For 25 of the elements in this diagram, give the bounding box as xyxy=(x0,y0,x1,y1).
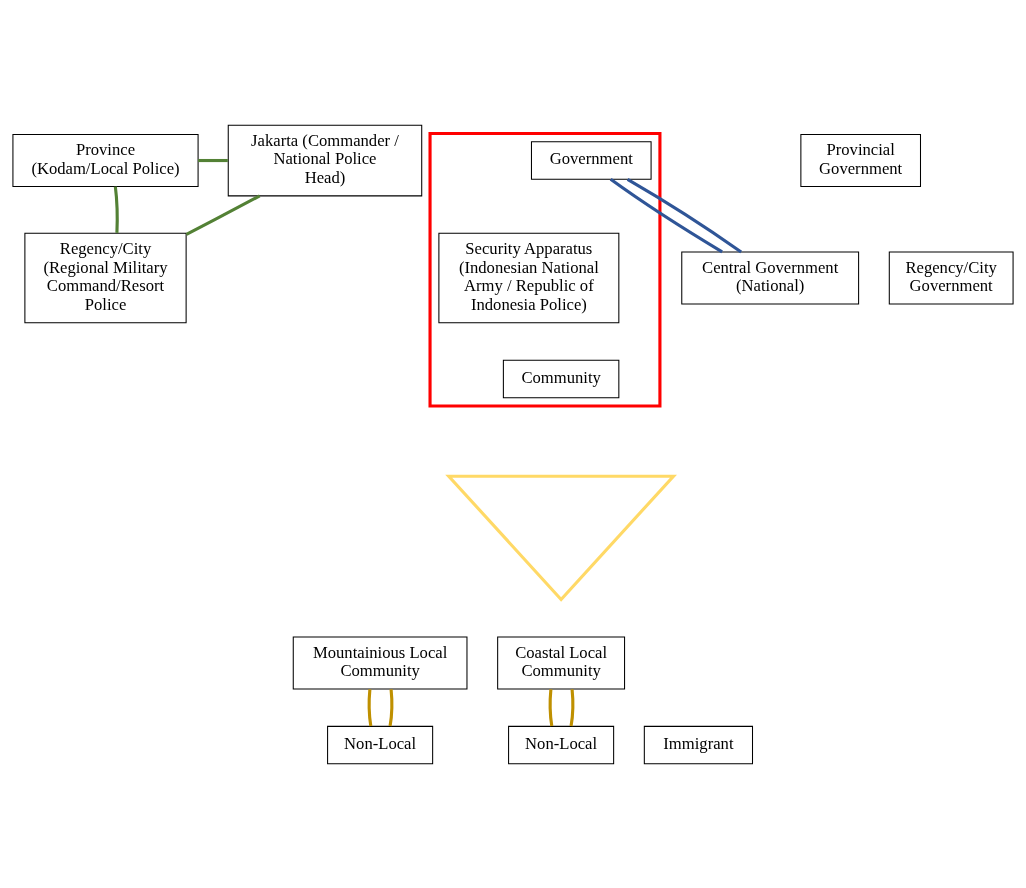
node-box: Community xyxy=(502,359,620,398)
node-box: Government xyxy=(530,140,652,180)
node-box: Province (Kodam/Local Police) xyxy=(12,133,199,187)
connector xyxy=(388,688,394,726)
node-box: Immigrant xyxy=(643,725,753,764)
node-box: Regency/City Government xyxy=(888,251,1014,305)
connector xyxy=(626,177,743,253)
node-box: Coastal Local Community xyxy=(497,635,626,689)
connector xyxy=(548,688,554,726)
node-box: Mountainious Local Community xyxy=(292,635,468,689)
connector xyxy=(569,688,575,726)
connector xyxy=(609,177,723,253)
node-triangle xyxy=(445,474,677,602)
connector xyxy=(367,688,373,726)
node-box: Jakarta (Commander / National Police Head) xyxy=(227,124,423,196)
node-box: Security Apparatus (Indonesian National Army / Republic of Indonesia Police) xyxy=(438,232,620,323)
connector xyxy=(185,194,261,236)
node-box: Central Government (National) xyxy=(681,251,860,305)
node-box: Non-Local xyxy=(508,725,615,764)
node-box: Regency/City (Regional Military Command/Resort Police xyxy=(24,232,187,323)
node-box: Provincial Government xyxy=(800,133,921,187)
connector xyxy=(198,158,228,162)
cluster xyxy=(428,131,662,408)
node-box: Non-Local xyxy=(327,725,434,764)
connector xyxy=(113,185,119,233)
